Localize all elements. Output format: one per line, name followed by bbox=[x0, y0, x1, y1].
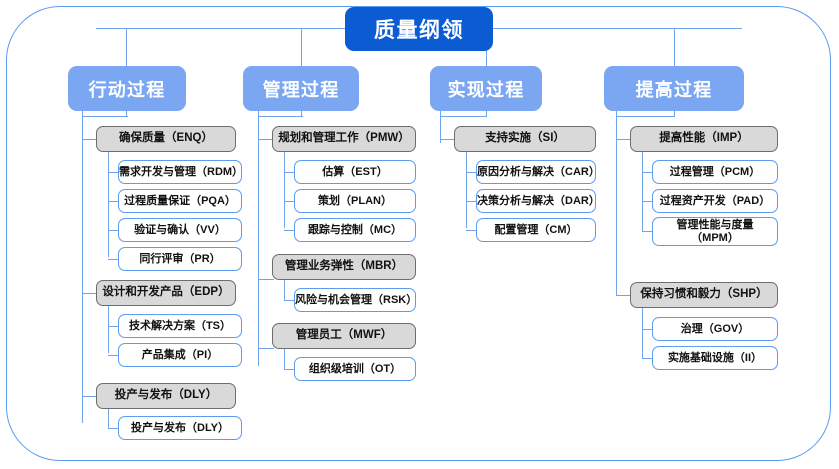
header-tee-3 bbox=[440, 116, 487, 118]
stub-pad bbox=[642, 201, 654, 203]
header-drop-4 bbox=[674, 111, 676, 117]
group-spine-edp bbox=[108, 306, 110, 353]
column-spine-3 bbox=[440, 111, 442, 143]
stub-g2-3 bbox=[258, 348, 274, 350]
leaf-node-ts[interactable]: 技术解决方案（TS） bbox=[118, 314, 242, 338]
group-node-enq[interactable]: 确保质量（ENQ） bbox=[96, 126, 236, 152]
stub-ts bbox=[108, 326, 120, 328]
trunk-line-left bbox=[96, 28, 345, 30]
leaf-node-rdm[interactable]: 需求开发与管理（RDM） bbox=[118, 160, 243, 184]
group-spine-mbr bbox=[284, 280, 286, 301]
group-node-pmw[interactable]: 规划和管理工作（PMW） bbox=[272, 126, 416, 152]
group-spine-mwf bbox=[284, 349, 286, 370]
column-header-2[interactable]: 管理过程 bbox=[243, 66, 359, 111]
column-header-1[interactable]: 行动过程 bbox=[68, 66, 186, 111]
leaf-node-vv[interactable]: 验证与确认（VV） bbox=[118, 218, 242, 242]
leaf-node-mpm[interactable]: 管理性能与度量（MPM） bbox=[652, 217, 778, 246]
group-spine-dly bbox=[108, 409, 110, 429]
leaf-node-pi[interactable]: 产品集成（PI） bbox=[118, 343, 242, 367]
column-header-3[interactable]: 实现过程 bbox=[430, 66, 542, 111]
stub-cm bbox=[466, 230, 478, 232]
group-node-mbr[interactable]: 管理业务弹性（MBR） bbox=[272, 254, 416, 280]
header-drop-1 bbox=[126, 111, 128, 117]
group-node-edp[interactable]: 设计和开发产品（EDP） bbox=[96, 280, 236, 306]
leaf-node-rsk[interactable]: 风险与机会管理（RSK） bbox=[294, 288, 417, 312]
group-node-shp[interactable]: 保持习惯和毅力（SHP） bbox=[630, 282, 778, 308]
stub-g1-2 bbox=[82, 293, 98, 295]
leaf-node-pqa[interactable]: 过程质量保证（PQA） bbox=[118, 189, 242, 213]
stub-vv bbox=[108, 230, 120, 232]
group-spine-si bbox=[466, 152, 468, 228]
leaf-node-plan[interactable]: 策划（PLAN） bbox=[294, 189, 416, 213]
leaf-node-est[interactable]: 估算（EST） bbox=[294, 160, 416, 184]
header-tee-2 bbox=[258, 116, 303, 118]
stub-g3-1 bbox=[440, 139, 456, 141]
group-spine-enq bbox=[108, 152, 110, 257]
column-header-4[interactable]: 提高过程 bbox=[604, 66, 744, 111]
column-spine-1 bbox=[82, 111, 84, 423]
stub-pi bbox=[108, 355, 120, 357]
stub-g2-1 bbox=[258, 139, 274, 141]
stub-dly-child bbox=[108, 428, 120, 430]
leaf-node-mc[interactable]: 跟踪与控制（MC） bbox=[294, 218, 416, 242]
diagram-title: 质量纲领 bbox=[345, 7, 493, 51]
column-spine-2 bbox=[258, 111, 260, 366]
stub-mpm bbox=[642, 231, 654, 233]
leaf-node-dar[interactable]: 决策分析与解决（DAR） bbox=[476, 189, 600, 213]
header-drop-3 bbox=[486, 111, 488, 117]
leaf-node-dly[interactable]: 投产与发布（DLY） bbox=[118, 416, 242, 440]
stub-rsk bbox=[284, 300, 296, 302]
trunk-drop-1 bbox=[126, 28, 128, 66]
stub-rdm bbox=[108, 172, 120, 174]
stub-dar bbox=[466, 201, 478, 203]
stub-g1-1 bbox=[82, 139, 98, 141]
leaf-node-pad[interactable]: 过程资产开发（PAD） bbox=[652, 189, 778, 213]
stub-mc bbox=[284, 230, 296, 232]
stub-pr bbox=[108, 259, 120, 261]
stub-est bbox=[284, 172, 296, 174]
header-drop-2 bbox=[301, 111, 303, 117]
group-node-dly[interactable]: 投产与发布（DLY） bbox=[96, 383, 236, 409]
leaf-node-car[interactable]: 原因分析与解决（CAR） bbox=[476, 160, 600, 184]
stub-ii bbox=[642, 358, 654, 360]
group-spine-shp bbox=[642, 308, 644, 358]
leaf-node-ii[interactable]: 实施基础设施（II） bbox=[652, 346, 778, 370]
leaf-node-cm[interactable]: 配置管理（CM） bbox=[476, 218, 596, 242]
stub-g4-1 bbox=[616, 139, 632, 141]
trunk-line-right bbox=[493, 28, 742, 30]
column-spine-4 bbox=[616, 111, 618, 296]
stub-gov bbox=[642, 329, 654, 331]
leaf-node-pcm[interactable]: 过程管理（PCM） bbox=[652, 160, 778, 184]
group-spine-pmw bbox=[284, 152, 286, 228]
stub-ot bbox=[284, 369, 296, 371]
stub-g1-3 bbox=[82, 396, 98, 398]
trunk-drop-2 bbox=[301, 28, 303, 66]
stub-g2-2 bbox=[258, 279, 274, 281]
stub-g4-2 bbox=[616, 295, 632, 297]
header-tee-4 bbox=[616, 116, 675, 118]
stub-car bbox=[466, 172, 478, 174]
leaf-node-ot[interactable]: 组织级培训（OT） bbox=[294, 357, 416, 381]
group-spine-imp bbox=[642, 152, 644, 231]
stub-pcm bbox=[642, 172, 654, 174]
group-node-mwf[interactable]: 管理员工（MWF） bbox=[272, 323, 416, 349]
group-node-imp[interactable]: 提高性能（IMP） bbox=[630, 126, 778, 152]
group-node-si[interactable]: 支持实施（SI） bbox=[454, 126, 596, 152]
leaf-node-gov[interactable]: 治理（GOV） bbox=[652, 317, 778, 341]
trunk-drop-4 bbox=[674, 28, 676, 66]
stub-plan bbox=[284, 201, 296, 203]
leaf-node-pr[interactable]: 同行评审（PR） bbox=[118, 247, 242, 271]
stub-pqa bbox=[108, 201, 120, 203]
header-tee-1 bbox=[82, 116, 128, 118]
